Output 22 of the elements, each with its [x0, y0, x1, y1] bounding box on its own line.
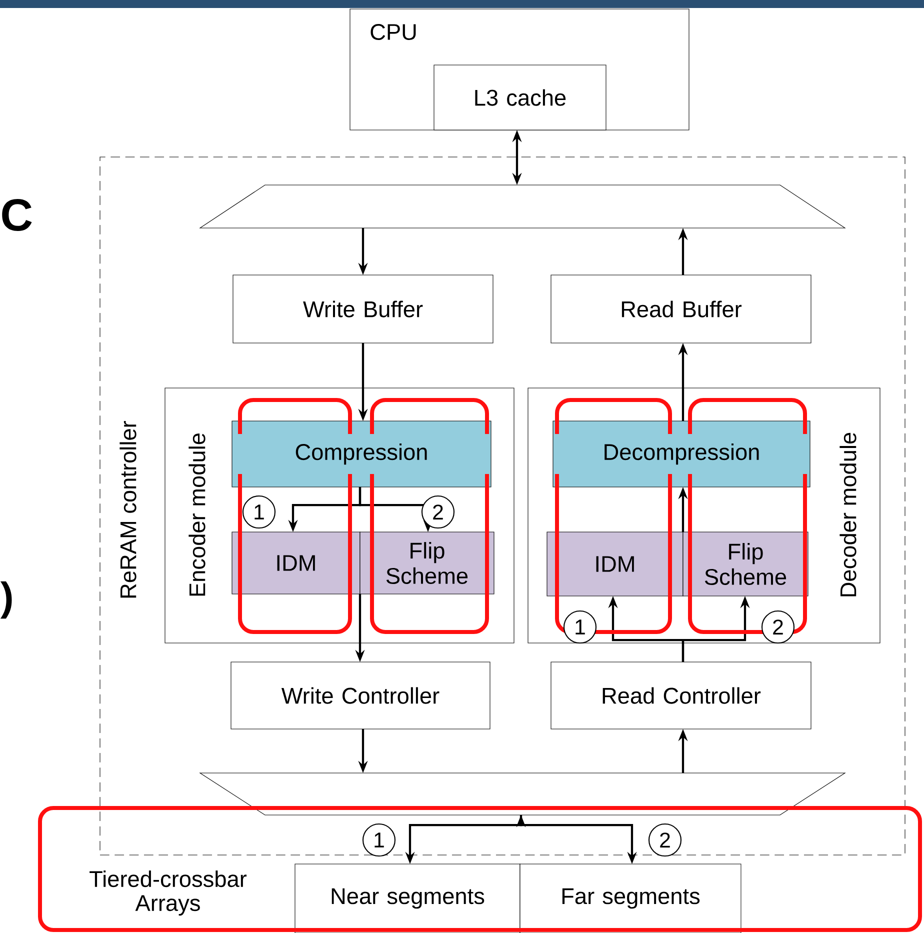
process-box: Write Buffer [232, 274, 494, 344]
callout-number: 1 [563, 610, 597, 644]
callout-number: 2 [761, 610, 795, 644]
slide-text: C [2, 198, 32, 232]
callout-number: 1 [242, 495, 276, 529]
process-box: Read Controller [550, 662, 812, 730]
process-box: Compression [232, 420, 492, 488]
process-box: Flip Scheme [360, 532, 494, 594]
callout-number: 1 [362, 823, 396, 857]
process-box: IDM [546, 532, 684, 596]
slide-text: ) [0, 581, 12, 619]
process-box: Write Controller [230, 662, 490, 730]
process-box: IDM [232, 532, 360, 594]
process-box: Far segments [520, 864, 742, 933]
process-box: Decompression [552, 420, 810, 488]
cache-box: L3 cache [434, 64, 606, 130]
array-label: Tiered-crossbar Arrays [90, 870, 247, 916]
process-box: Read Buffer [550, 274, 812, 344]
process-box: Flip Scheme [682, 532, 808, 596]
callout-number: 2 [421, 495, 455, 529]
callout-number: 2 [648, 823, 682, 857]
process-box: Near segments [294, 864, 520, 933]
